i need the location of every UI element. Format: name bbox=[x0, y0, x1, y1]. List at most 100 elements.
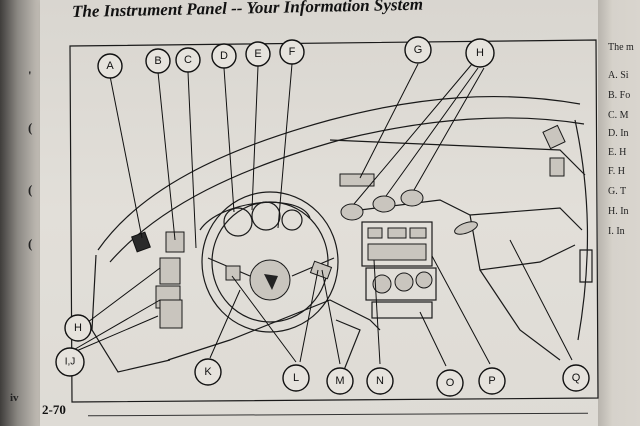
audio-presets bbox=[367, 243, 427, 261]
margin-mark: ( bbox=[28, 120, 33, 135]
callout-K: K bbox=[194, 358, 222, 386]
svg-text:C: C bbox=[184, 54, 192, 66]
dash-upper-shelf bbox=[329, 139, 586, 176]
leader-M bbox=[321, 269, 341, 365]
left-side-vent bbox=[131, 231, 151, 253]
ashtray bbox=[371, 301, 433, 319]
svg-text:I,J: I,J bbox=[65, 357, 76, 368]
leader-E bbox=[251, 65, 259, 211]
leader-A bbox=[109, 75, 143, 239]
margin-mark: ' bbox=[28, 68, 32, 83]
callout-O: O bbox=[436, 369, 464, 397]
dash-left-end bbox=[91, 254, 171, 373]
leader-O bbox=[419, 311, 447, 367]
right-side-vent bbox=[549, 157, 565, 177]
cluster-hood bbox=[199, 201, 311, 231]
svg-text:B: B bbox=[154, 55, 161, 67]
right-page-line: B. Fo bbox=[608, 90, 631, 101]
callout-C: C bbox=[175, 47, 201, 73]
leader-H-left bbox=[87, 267, 161, 323]
fan-knob bbox=[372, 274, 392, 294]
leader-P bbox=[431, 255, 491, 365]
leader-H-top bbox=[353, 63, 485, 205]
svg-text:F: F bbox=[289, 46, 296, 58]
svg-text:G: G bbox=[414, 44, 423, 56]
callout-A: A bbox=[97, 53, 123, 79]
right-page-line: H. In bbox=[608, 206, 629, 217]
leader-G bbox=[359, 63, 419, 179]
center-vent bbox=[400, 189, 424, 207]
door-edge bbox=[574, 119, 589, 341]
left-page-edge: ' ( ( ( iv bbox=[0, 0, 44, 426]
leader-N bbox=[373, 259, 381, 365]
leader-IJ bbox=[69, 299, 161, 353]
diagram-frame bbox=[69, 39, 599, 403]
leader-Q bbox=[509, 239, 573, 361]
steering-wheel bbox=[201, 191, 339, 333]
audio-display bbox=[387, 227, 407, 239]
right-side-vent bbox=[542, 124, 566, 150]
right-page-line: I. In bbox=[608, 226, 625, 237]
manual-page bbox=[40, 0, 606, 426]
svg-text:A: A bbox=[106, 60, 114, 72]
callout-E: E bbox=[245, 41, 271, 67]
dash-lower-edge bbox=[167, 299, 381, 361]
callout-M: M bbox=[326, 367, 354, 395]
climate-controls bbox=[365, 267, 437, 301]
temperature-knob bbox=[415, 271, 433, 289]
leader-K bbox=[209, 289, 241, 359]
callout-H-top: H bbox=[465, 38, 495, 68]
dashboard-drawing bbox=[91, 95, 593, 381]
margin-mark: ( bbox=[28, 236, 33, 251]
dash-top-edge bbox=[97, 95, 581, 251]
callout-N: N bbox=[366, 367, 394, 395]
audio-system bbox=[361, 221, 433, 267]
right-page-edge: The m A. Si B. Fo C. M D. In E. H F. H G… bbox=[598, 0, 640, 426]
callout-L: L bbox=[282, 364, 310, 392]
fuel-gauge bbox=[281, 209, 303, 231]
lower-left-switch bbox=[159, 299, 183, 329]
turn-signal-lever bbox=[225, 265, 241, 281]
right-page-line: G. T bbox=[608, 186, 627, 197]
leader-F bbox=[277, 63, 293, 229]
callout-IJ: I,J bbox=[55, 347, 85, 377]
leader-B bbox=[157, 71, 176, 241]
center-vent bbox=[340, 203, 364, 221]
page-number: 2-70 bbox=[42, 402, 66, 417]
hub-emblem-icon bbox=[264, 274, 278, 290]
callout-G: G bbox=[404, 36, 432, 64]
svg-text:N: N bbox=[376, 375, 384, 387]
dash-lower-right bbox=[479, 269, 561, 361]
door-handle bbox=[579, 249, 593, 283]
leader-lines bbox=[69, 63, 573, 367]
callout-D: D bbox=[211, 43, 237, 69]
callout-Q: Q bbox=[562, 364, 590, 392]
svg-text:P: P bbox=[488, 375, 495, 387]
callout-F: F bbox=[279, 39, 305, 65]
svg-text:M: M bbox=[335, 375, 344, 387]
glovebox-area bbox=[469, 214, 576, 271]
audio-button bbox=[367, 227, 383, 239]
audio-button bbox=[409, 227, 427, 239]
callout-H-left: H bbox=[64, 314, 92, 342]
fog-lamp-switch bbox=[165, 231, 185, 253]
tachometer bbox=[251, 201, 281, 231]
center-vent bbox=[372, 195, 396, 213]
right-page-line: The m bbox=[608, 42, 634, 53]
right-page-line: D. In bbox=[608, 128, 629, 139]
speedometer bbox=[223, 207, 253, 237]
svg-text:L: L bbox=[293, 372, 299, 384]
right-page-line: A. Si bbox=[608, 70, 629, 81]
headlamp-switch bbox=[159, 257, 181, 285]
right-page-line: E. H bbox=[608, 147, 627, 158]
right-page-line: F. H bbox=[608, 166, 625, 177]
mode-knob bbox=[394, 272, 414, 292]
leader-C bbox=[187, 71, 197, 249]
svg-text:D: D bbox=[220, 50, 228, 62]
svg-text:O: O bbox=[446, 377, 455, 389]
wiper-stalk bbox=[309, 260, 333, 280]
callout-B: B bbox=[145, 48, 171, 74]
callout-P: P bbox=[478, 367, 506, 395]
